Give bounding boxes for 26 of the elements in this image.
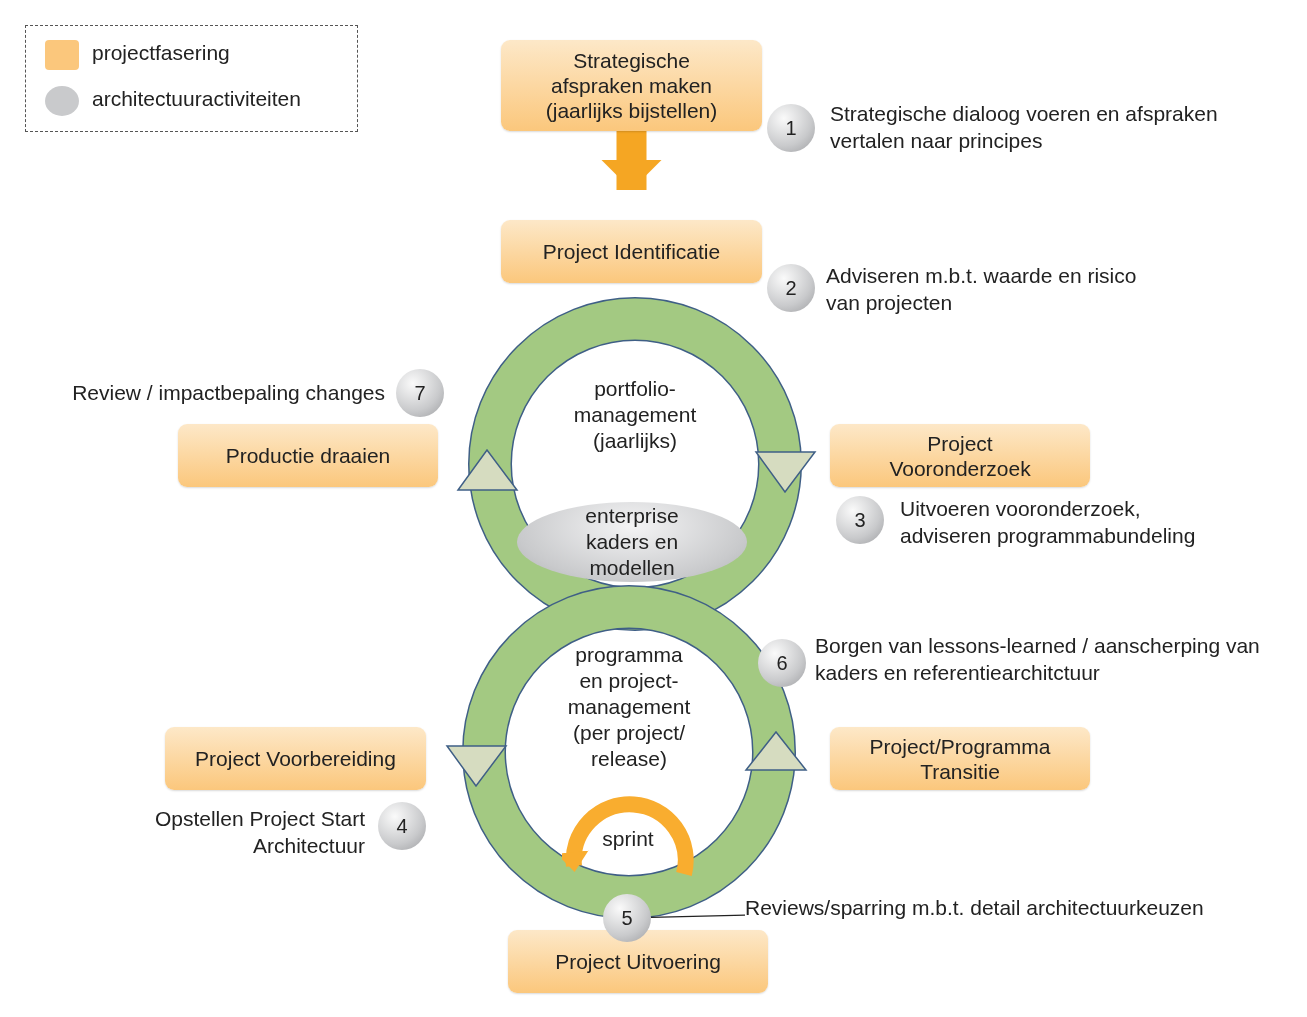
step-number-badge: 3: [836, 496, 884, 544]
flow-arrow: [601, 131, 662, 190]
phase-box: Project Vooronderzoek: [830, 424, 1090, 487]
phase-box: Strategische afspraken maken (jaarlijks bijstellen): [501, 40, 762, 131]
text-label: Reviews/sparring m.b.t. detail architectuurkeuzen: [745, 895, 1265, 923]
phase-box: Project Uitvoering: [508, 930, 768, 993]
step-description: Borgen van lessons-learned / aanscherping van kaders en referentiearchitctuur: [815, 633, 1261, 686]
step-description: Review / impactbepaling changes: [71, 380, 385, 406]
ring-label: portfolio- management (jaarlijks): [572, 376, 698, 454]
phase-box: Project Voorbereiding: [165, 727, 426, 790]
step-number-badge: 4: [378, 802, 426, 850]
legend-label: architectuuractiviteiten: [92, 87, 301, 111]
step-number-badge: 2: [767, 264, 815, 312]
step-number-badge: 7: [396, 369, 444, 417]
step-description: Uitvoeren vooronderzoek, adviseren programmabundeling: [900, 496, 1197, 549]
cycle-label: sprint: [601, 826, 655, 852]
step-description: Opstellen Project Start Architectuur: [153, 806, 365, 859]
step-description: Adviseren m.b.t. waarde en risico van projecten: [826, 263, 1138, 316]
phase-box: Project Identificatie: [501, 220, 762, 283]
legend-label: projectfasering: [92, 41, 230, 65]
phase-box: Productie draaien: [178, 424, 438, 487]
phase-box: Project/Programma Transitie: [830, 727, 1090, 790]
step-number-badge: 1: [767, 104, 815, 152]
step-number-badge: 6: [758, 639, 806, 687]
step-description: Strategische dialoog voeren en afspraken vertalen naar principes: [830, 101, 1219, 154]
ring-label: programma en project- management (per project/ release): [566, 642, 692, 772]
